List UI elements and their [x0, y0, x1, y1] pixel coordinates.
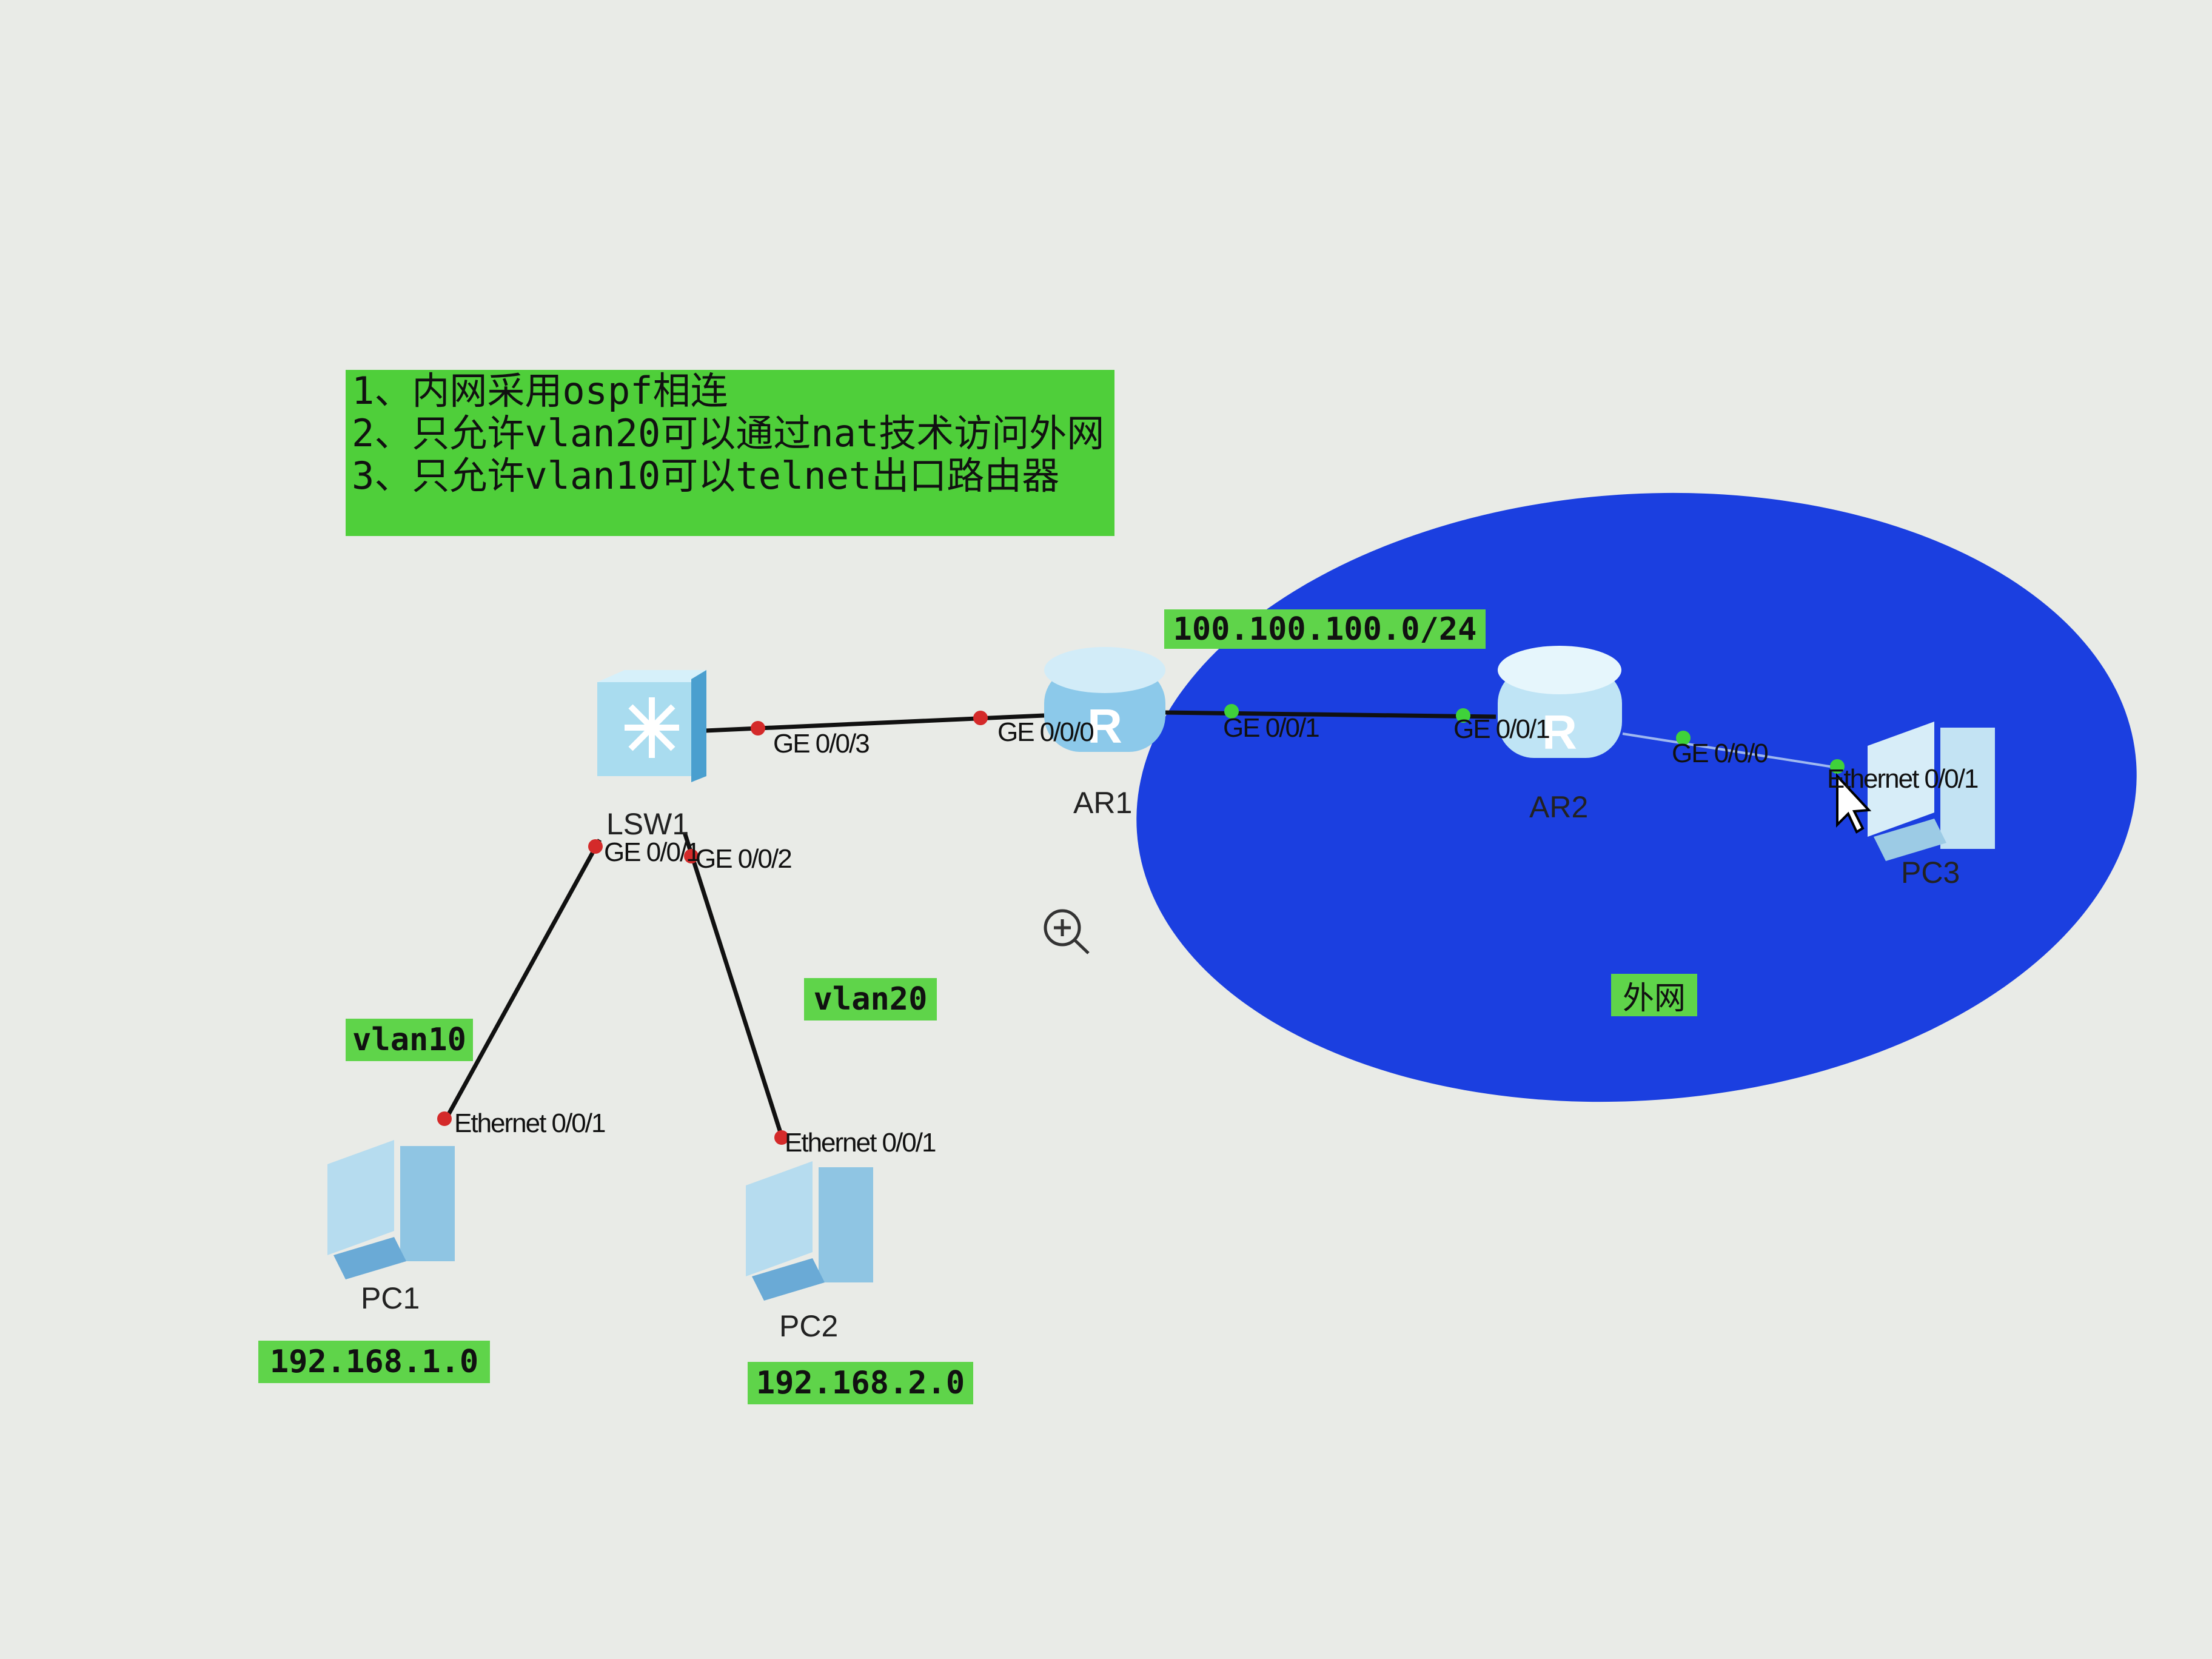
port-dot [437, 1111, 452, 1126]
port-dot [1676, 731, 1691, 745]
port-label: Ethernet 0/0/1 [454, 1108, 606, 1138]
note-line: 3、只允许vlan10可以telnet出口路由器 [352, 454, 1060, 498]
port-dot [1224, 704, 1239, 719]
subnet-label[interactable]: 100.100.100.0/24 [1164, 609, 1486, 649]
port-label: Ethernet 0/0/1 [1827, 764, 1979, 794]
port-dot [588, 839, 603, 854]
device-label-ar1: AR1 [1073, 786, 1133, 820]
port-dot [1830, 759, 1845, 774]
pc2-network-label[interactable]: 192.168.2.0 [748, 1362, 973, 1404]
note-line: 2、只允许vlan20可以通过nat技术访问外网 [352, 411, 1105, 455]
port-label: GE 0/0/0 [997, 717, 1094, 747]
port-label: GE 0/0/2 [695, 844, 793, 874]
pc1-network-label[interactable]: 192.168.1.0 [258, 1341, 490, 1383]
external-network-region[interactable] [1116, 460, 2157, 1135]
port-label: GE 0/0/1 [1453, 714, 1550, 744]
port-label: GE 0/0/0 [1672, 739, 1769, 768]
external-network-label[interactable]: 外网 [1611, 974, 1697, 1017]
pc-icon[interactable] [327, 1140, 455, 1279]
switch-icon[interactable] [597, 670, 706, 782]
port-label: GE 0/0/1 [1223, 713, 1320, 743]
router-icon[interactable]: R [1498, 646, 1622, 759]
link-lsw1-pc1[interactable] [442, 839, 602, 1123]
svg-text:R: R [1087, 699, 1122, 753]
port-label: Ethernet 0/0/1 [785, 1128, 936, 1158]
vlan10-label[interactable]: vlan10 [346, 1019, 473, 1061]
port-dot [774, 1130, 789, 1145]
port-dot [973, 711, 988, 725]
link-ar2-pc3[interactable] [1622, 732, 1838, 769]
vlan20-label[interactable]: vlan20 [804, 978, 937, 1021]
zoom-cursor-icon [1044, 909, 1090, 954]
pc-icon[interactable] [746, 1161, 873, 1301]
device-label-pc2: PC2 [779, 1309, 839, 1343]
device-label-ar2: AR2 [1529, 790, 1589, 824]
svg-text:R: R [1542, 705, 1577, 759]
link-lsw1-pc2[interactable] [682, 831, 785, 1141]
mouse-pointer-icon [1836, 773, 1872, 834]
router-icon[interactable]: R [1044, 647, 1165, 753]
note-line: 1、内网采用ospf相连 [352, 369, 728, 413]
port-dot [751, 721, 765, 736]
port-dot [1456, 708, 1470, 723]
port-dot [684, 849, 699, 863]
device-label-pc1: PC1 [361, 1281, 420, 1315]
port-label: GE 0/0/1 [604, 837, 701, 867]
link-ar1-ar2[interactable] [1164, 710, 1496, 719]
pc-icon[interactable] [1868, 722, 1995, 861]
port-label: GE 0/0/3 [773, 729, 870, 759]
device-label-pc3: PC3 [1901, 856, 1960, 890]
requirements-note[interactable]: 1、内网采用ospf相连 2、只允许vlan20可以通过nat技术访问外网 3、… [346, 370, 1114, 536]
device-label-lsw1: LSW1 [606, 807, 689, 841]
